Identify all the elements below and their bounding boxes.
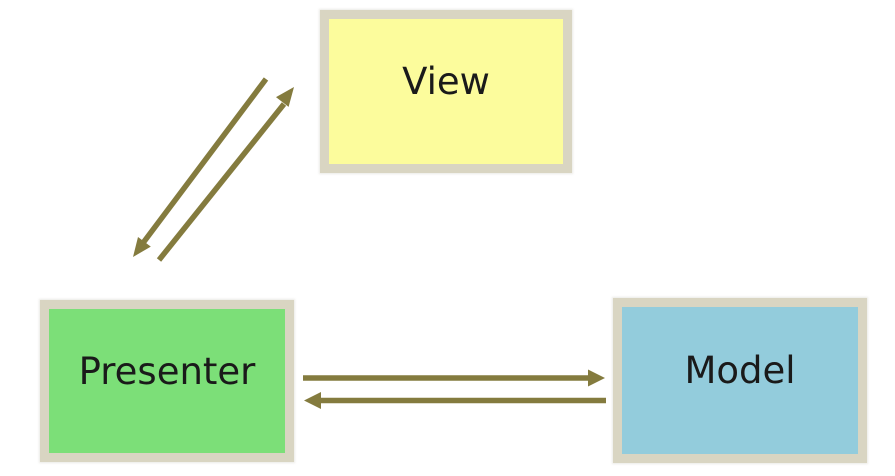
arrow-presenter-to-model: [303, 369, 605, 387]
arrowhead-left-icon: [304, 392, 321, 409]
node-model: Model: [613, 298, 867, 463]
arrow-line: [140, 77, 269, 245]
node-presenter: Presenter: [40, 300, 294, 462]
arrow-view-to-presenter: [133, 77, 269, 257]
arrow-model-to-presenter: [304, 392, 606, 409]
arrow-line: [156, 102, 287, 262]
arrow-presenter-to-view: [156, 87, 294, 262]
node-presenter-label: Presenter: [78, 349, 256, 393]
arrowhead-up-right-icon: [276, 87, 294, 107]
node-view: View: [320, 10, 572, 173]
node-view-label: View: [402, 60, 490, 103]
node-model-label: Model: [684, 349, 796, 392]
arrowhead-down-left-icon: [133, 237, 151, 257]
arrowhead-right-icon: [588, 369, 605, 387]
